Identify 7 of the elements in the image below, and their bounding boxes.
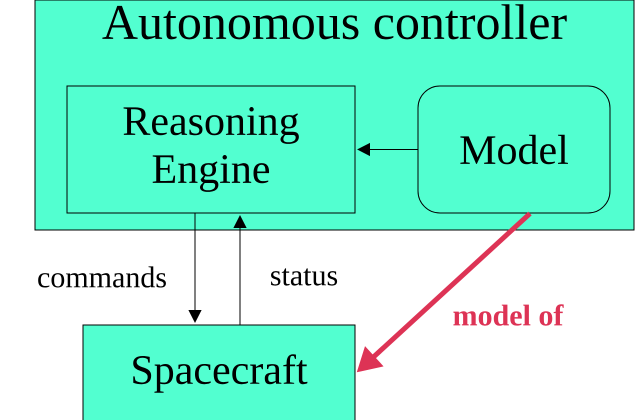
edge-label: status bbox=[268, 267, 340, 287]
panel-heading: Autonomous controller bbox=[102, 4, 567, 40]
process-box: Spacecraft bbox=[82, 324, 356, 420]
process-box: Reasoning Engine bbox=[66, 86, 356, 214]
edge-label: model of bbox=[452, 303, 564, 327]
edge-label: commands bbox=[36, 265, 168, 289]
rounded-box: Model bbox=[418, 86, 610, 214]
